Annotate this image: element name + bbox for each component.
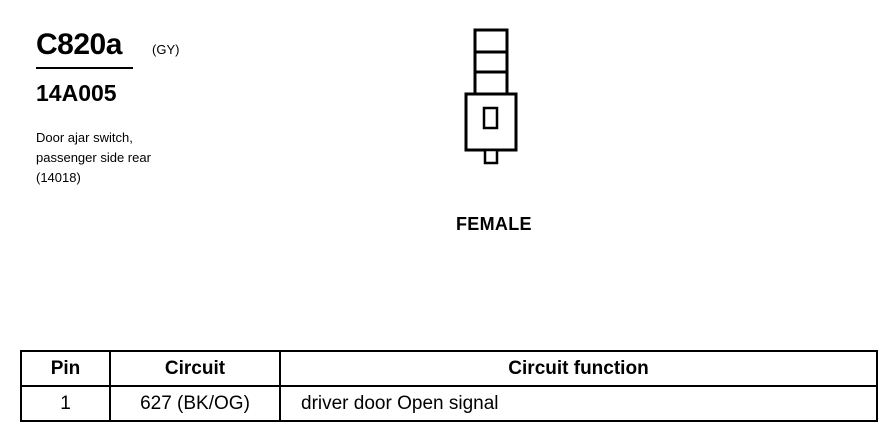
connector-face-icon [458, 22, 528, 177]
color-code: (GY) [152, 42, 180, 57]
part-number: 14A005 [36, 80, 117, 106]
circuit-cell: 627 (BK/OG) [109, 385, 281, 422]
connector-id: C820a [36, 28, 122, 61]
gender-label: FEMALE [456, 214, 532, 234]
header-rule [36, 67, 133, 69]
pin-cell: 1 [20, 385, 111, 422]
circuit-function-cell: driver door Open signal [279, 385, 878, 422]
connector-description: Door ajar switch, passenger side rear (1… [36, 128, 151, 188]
header-circuit-function: Circuit function [279, 350, 878, 387]
table-header-row: Pin Circuit Circuit function [20, 350, 878, 387]
pinout-table: Pin Circuit Circuit function 1 627 (BK/O… [20, 350, 878, 422]
description-line: passenger side rear [36, 150, 151, 165]
header-circuit: Circuit [109, 350, 281, 387]
header-pin: Pin [20, 350, 111, 387]
description-line: (14018) [36, 170, 81, 185]
description-line: Door ajar switch, [36, 130, 133, 145]
table-row: 1 627 (BK/OG) driver door Open signal [20, 385, 878, 422]
